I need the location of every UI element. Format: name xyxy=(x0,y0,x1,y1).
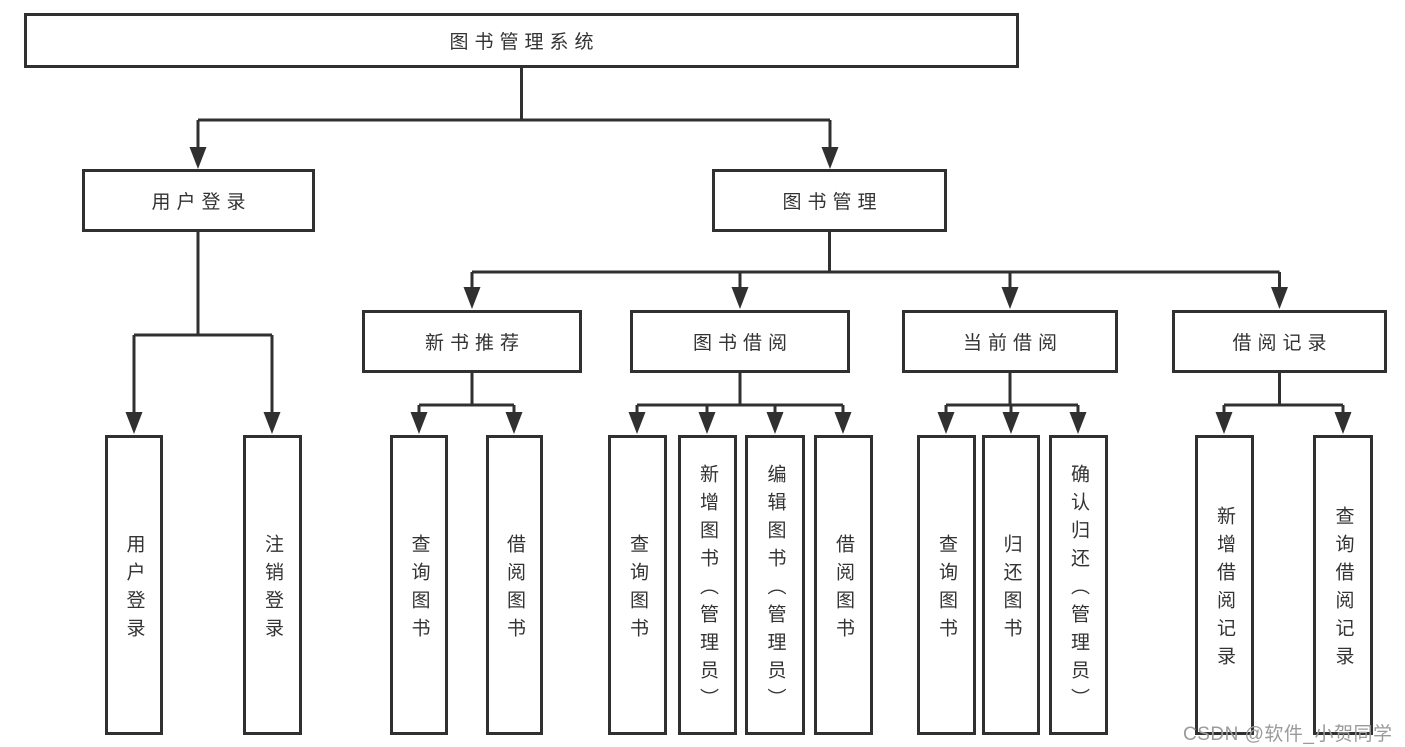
leaf-label: 查询图书 xyxy=(408,533,430,646)
leaf-label: 编辑图书（管理员） xyxy=(764,463,786,716)
leaf-label: 借阅图书 xyxy=(833,533,854,646)
leaf-add-borrow-record: 新增借阅记录 xyxy=(1195,435,1254,735)
leaf-add-books-admin: 新增图书（管理员） xyxy=(678,435,737,735)
leaf-label: 查询借阅记录 xyxy=(1332,505,1354,674)
node-user-login: 用户登录 xyxy=(82,169,315,232)
node-label: 借阅记录 xyxy=(1232,333,1333,354)
node-new-book-recommendation: 新书推荐 xyxy=(362,310,582,373)
leaf-return-books: 归还图书 xyxy=(982,435,1040,735)
leaf-borrow-books-recommendation: 借阅图书 xyxy=(486,435,543,735)
node-label: 用户登录 xyxy=(151,192,252,213)
node-label: 当前借阅 xyxy=(962,333,1063,354)
leaf-query-books-recommendation: 查询图书 xyxy=(390,435,448,735)
node-borrowing-records: 借阅记录 xyxy=(1172,310,1387,373)
leaf-confirm-return-admin: 确认归还（管理员） xyxy=(1049,435,1108,735)
leaf-label: 归还图书 xyxy=(1000,533,1022,646)
leaf-query-books-borrowing: 查询图书 xyxy=(608,435,667,735)
node-current-borrowing: 当前借阅 xyxy=(902,310,1118,373)
leaf-query-books-current: 查询图书 xyxy=(917,435,976,735)
leaf-label: 查询图书 xyxy=(936,533,957,646)
leaf-edit-books-admin: 编辑图书（管理员） xyxy=(745,435,805,735)
leaf-label: 查询图书 xyxy=(627,533,648,646)
node-label: 图书借阅 xyxy=(692,333,793,354)
csdn-watermark: CSDN @软件_小贺同学 xyxy=(1183,724,1393,745)
node-book-borrowing: 图书借阅 xyxy=(630,310,850,373)
node-book-management: 图书管理 xyxy=(712,169,947,232)
node-label: 图书管理系统 xyxy=(449,32,600,53)
leaf-user-login: 用户登录 xyxy=(105,435,163,735)
node-label: 图书管理 xyxy=(782,192,883,213)
node-label: 新书推荐 xyxy=(424,333,525,354)
leaf-label: 注销登录 xyxy=(262,533,283,646)
leaf-borrow-books-borrowing: 借阅图书 xyxy=(814,435,873,735)
leaf-label: 借阅图书 xyxy=(504,533,525,646)
leaf-label: 新增图书（管理员） xyxy=(697,463,718,716)
leaf-label: 确认归还（管理员） xyxy=(1068,463,1089,716)
leaf-logout: 注销登录 xyxy=(243,435,302,735)
leaf-label: 新增借阅记录 xyxy=(1214,505,1235,674)
leaf-query-borrow-record: 查询借阅记录 xyxy=(1313,435,1373,735)
leaf-label: 用户登录 xyxy=(123,533,145,646)
node-library-management-system: 图书管理系统 xyxy=(24,13,1019,68)
